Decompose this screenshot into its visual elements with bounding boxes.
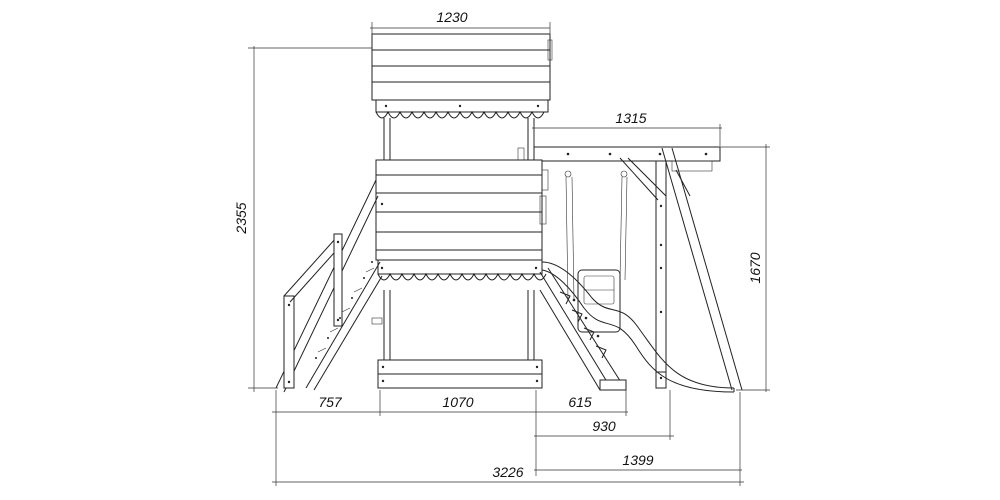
dimension-lines [248, 22, 770, 486]
dim-slide-reach: 1399 [622, 452, 653, 468]
slide [541, 261, 735, 393]
dim-swing-base: 930 [592, 418, 616, 434]
dim-right-stair: 615 [568, 394, 592, 410]
roof-scalloped-trim [375, 110, 545, 119]
climbing-ramp [539, 267, 627, 391]
swing-beam [533, 146, 721, 172]
dim-overall-length: 3226 [492, 464, 523, 480]
dim-swing-height: 1670 [747, 252, 763, 283]
baby-swing-seat [577, 269, 621, 333]
roof [371, 33, 553, 119]
dim-overall-height: 2355 [233, 202, 249, 234]
left-staircase [275, 179, 383, 393]
dim-swing-beam-length: 1315 [615, 110, 646, 126]
platform-scalloped-trim [377, 272, 547, 281]
sandbox-frame [371, 290, 543, 389]
dim-roof-width: 1230 [436, 9, 467, 25]
tower-wall [375, 159, 549, 281]
dim-platform-width: 1070 [442, 394, 473, 410]
swing-chains [564, 170, 628, 301]
tower-posts [383, 118, 535, 161]
dim-left-stair: 757 [318, 394, 343, 410]
swing-a-frame [619, 147, 743, 391]
